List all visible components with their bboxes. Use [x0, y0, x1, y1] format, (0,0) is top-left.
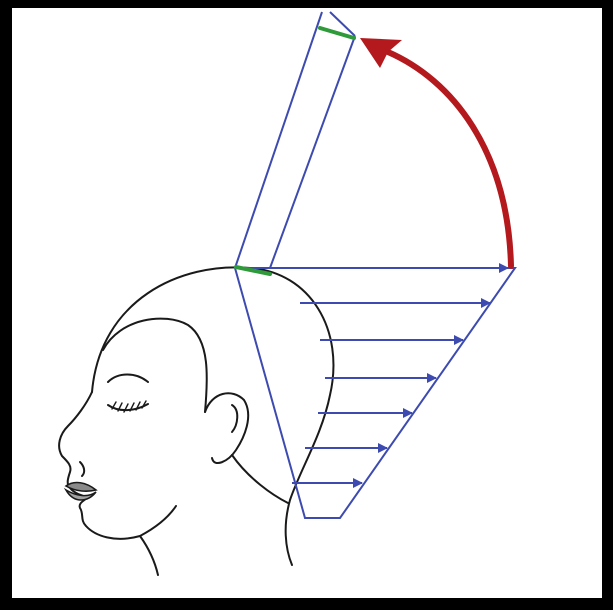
haircut-elevation-diagram — [0, 0, 613, 610]
diagram-canvas — [0, 0, 613, 610]
